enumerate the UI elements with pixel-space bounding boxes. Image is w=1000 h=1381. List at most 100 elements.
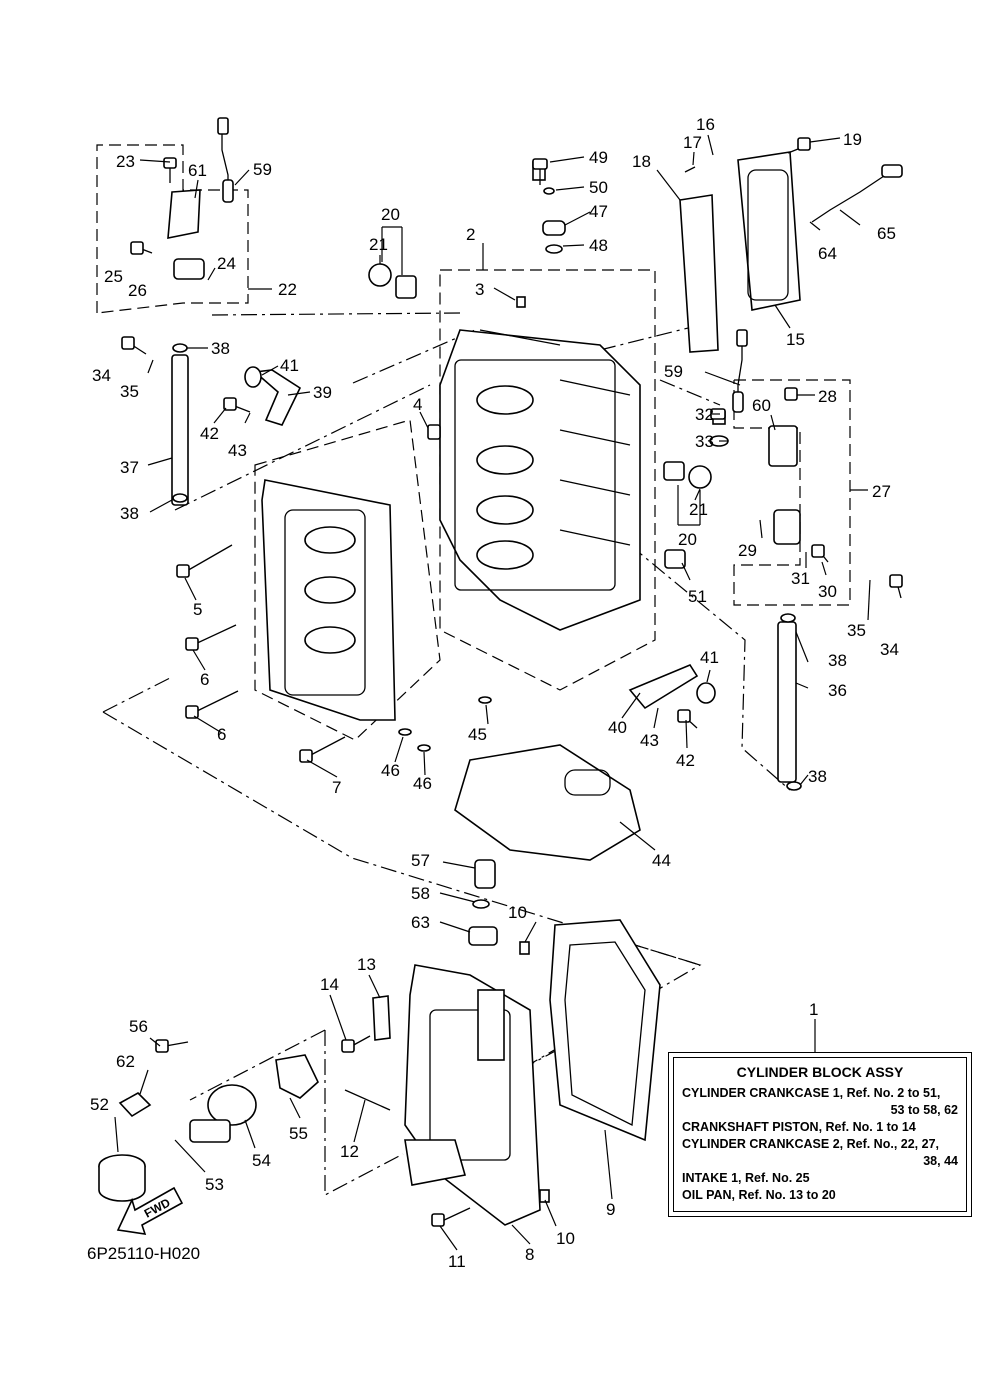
callout-19: 19 bbox=[843, 130, 862, 149]
callout-65: 65 bbox=[877, 224, 896, 243]
callout-43: 43 bbox=[228, 441, 247, 460]
sensors bbox=[118, 117, 903, 1118]
callout-41: 41 bbox=[700, 648, 719, 667]
callout-21: 21 bbox=[689, 500, 708, 519]
legend-line: CYLINDER CRANKCASE 1, Ref. No. 2 to 51, bbox=[682, 1086, 941, 1100]
callout-34: 34 bbox=[92, 366, 111, 385]
callout-7: 7 bbox=[332, 778, 341, 797]
legend-line-cont: 53 to 58, 62 bbox=[890, 1103, 958, 1117]
callout-48: 48 bbox=[589, 236, 608, 255]
legend-inner: CYLINDER BLOCK ASSY CYLINDER CRANKCASE 1… bbox=[673, 1057, 967, 1212]
callout-42: 42 bbox=[200, 424, 219, 443]
callout-9: 9 bbox=[606, 1200, 615, 1219]
legend-box: CYLINDER BLOCK ASSY CYLINDER CRANKCASE 1… bbox=[668, 1052, 972, 1217]
callout-35: 35 bbox=[120, 382, 139, 401]
callout-38: 38 bbox=[120, 504, 139, 523]
callout-38: 38 bbox=[808, 767, 827, 786]
callout-20: 20 bbox=[381, 205, 400, 224]
legend-line-cont: 38, 44 bbox=[923, 1154, 958, 1168]
legend-line: CRANKSHAFT PISTON, Ref. No. 1 to 14 bbox=[682, 1120, 916, 1134]
callout-55: 55 bbox=[289, 1124, 308, 1143]
callout-24: 24 bbox=[217, 254, 236, 273]
gasket-9 bbox=[549, 919, 661, 1142]
callout-13: 13 bbox=[357, 955, 376, 974]
callout-22: 22 bbox=[278, 280, 297, 299]
callout-31: 31 bbox=[791, 569, 810, 588]
callout-29: 29 bbox=[738, 541, 757, 560]
callout-25: 25 bbox=[104, 267, 123, 286]
oil-filter-assembly bbox=[98, 1054, 319, 1202]
figure-code: 6P25110-H020 bbox=[87, 1244, 201, 1263]
exhaust-cover bbox=[679, 151, 801, 353]
callout-49: 49 bbox=[589, 148, 608, 167]
callout-15: 15 bbox=[786, 330, 805, 349]
callout-37: 37 bbox=[120, 458, 139, 477]
callout-44: 44 bbox=[652, 851, 671, 870]
legend-line: CYLINDER CRANKCASE 2, Ref. No., 22, 27, bbox=[682, 1137, 939, 1151]
callout-52: 52 bbox=[90, 1095, 109, 1114]
callout-63: 63 bbox=[411, 913, 430, 932]
callout-4: 4 bbox=[413, 395, 422, 414]
callout-23: 23 bbox=[116, 152, 135, 171]
callout-39: 39 bbox=[313, 383, 332, 402]
callout-3: 3 bbox=[475, 280, 484, 299]
callout-58: 58 bbox=[411, 884, 430, 903]
oil-pan-block bbox=[404, 964, 541, 1226]
callout-43: 43 bbox=[640, 731, 659, 750]
callout-35: 35 bbox=[847, 621, 866, 640]
callout-62: 62 bbox=[116, 1052, 135, 1071]
callout-60: 60 bbox=[752, 396, 771, 415]
callout-6: 6 bbox=[217, 725, 226, 744]
crankcase-half bbox=[261, 479, 396, 721]
callout-32: 32 bbox=[695, 405, 714, 424]
legend-title: CYLINDER BLOCK ASSY bbox=[736, 1064, 904, 1080]
callout-10: 10 bbox=[508, 903, 527, 922]
callout-54: 54 bbox=[252, 1151, 271, 1170]
crankcase-block bbox=[439, 329, 641, 631]
callout-34: 34 bbox=[880, 640, 899, 659]
callout-30: 30 bbox=[818, 582, 837, 601]
callout-57: 57 bbox=[411, 851, 430, 870]
callout-2: 2 bbox=[466, 225, 475, 244]
callout-59: 59 bbox=[664, 362, 683, 381]
group-boxes bbox=[96, 144, 868, 741]
callout-11: 11 bbox=[448, 1252, 466, 1271]
legend-line: INTAKE 1, Ref. No. 25 bbox=[682, 1171, 810, 1185]
callout-61: 61 bbox=[188, 161, 207, 180]
callout-36: 36 bbox=[828, 681, 847, 700]
callout-18: 18 bbox=[632, 152, 651, 171]
callout-14: 14 bbox=[320, 975, 339, 994]
callout-51: 51 bbox=[688, 587, 707, 606]
legend-line: OIL PAN, Ref. No. 13 to 20 bbox=[682, 1188, 836, 1202]
callout-33: 33 bbox=[695, 432, 714, 451]
callout-6: 6 bbox=[200, 670, 209, 689]
callout-46: 46 bbox=[413, 774, 432, 793]
callout-20: 20 bbox=[678, 530, 697, 549]
callout-38: 38 bbox=[211, 339, 230, 358]
callout-50: 50 bbox=[589, 178, 608, 197]
callout-labels: 2 3 4 5 6 6 7 8 9 10 10 11 12 13 14 15 1… bbox=[90, 115, 899, 1271]
callout-16: 16 bbox=[696, 115, 715, 134]
callout-40: 40 bbox=[608, 718, 627, 737]
callout-41: 41 bbox=[280, 356, 299, 375]
gasket-44 bbox=[454, 744, 641, 861]
callout-12: 12 bbox=[340, 1142, 359, 1161]
callout-1: 1 bbox=[809, 1000, 818, 1019]
callout-38: 38 bbox=[828, 651, 847, 670]
callout-8: 8 bbox=[525, 1245, 534, 1264]
callout-28: 28 bbox=[818, 387, 837, 406]
callout-27: 27 bbox=[872, 482, 891, 501]
callout-21: 21 bbox=[369, 235, 388, 254]
callout-47: 47 bbox=[589, 202, 608, 221]
callout-5: 5 bbox=[193, 600, 202, 619]
callout-42: 42 bbox=[676, 751, 695, 770]
callout-10: 10 bbox=[556, 1229, 575, 1248]
leader-lines bbox=[114, 134, 871, 1251]
callout-45: 45 bbox=[468, 725, 487, 744]
callout-59: 59 bbox=[253, 160, 272, 179]
bolts bbox=[121, 137, 903, 1227]
callout-56: 56 bbox=[129, 1017, 148, 1036]
callout-26: 26 bbox=[128, 281, 147, 300]
callout-64: 64 bbox=[818, 244, 837, 263]
